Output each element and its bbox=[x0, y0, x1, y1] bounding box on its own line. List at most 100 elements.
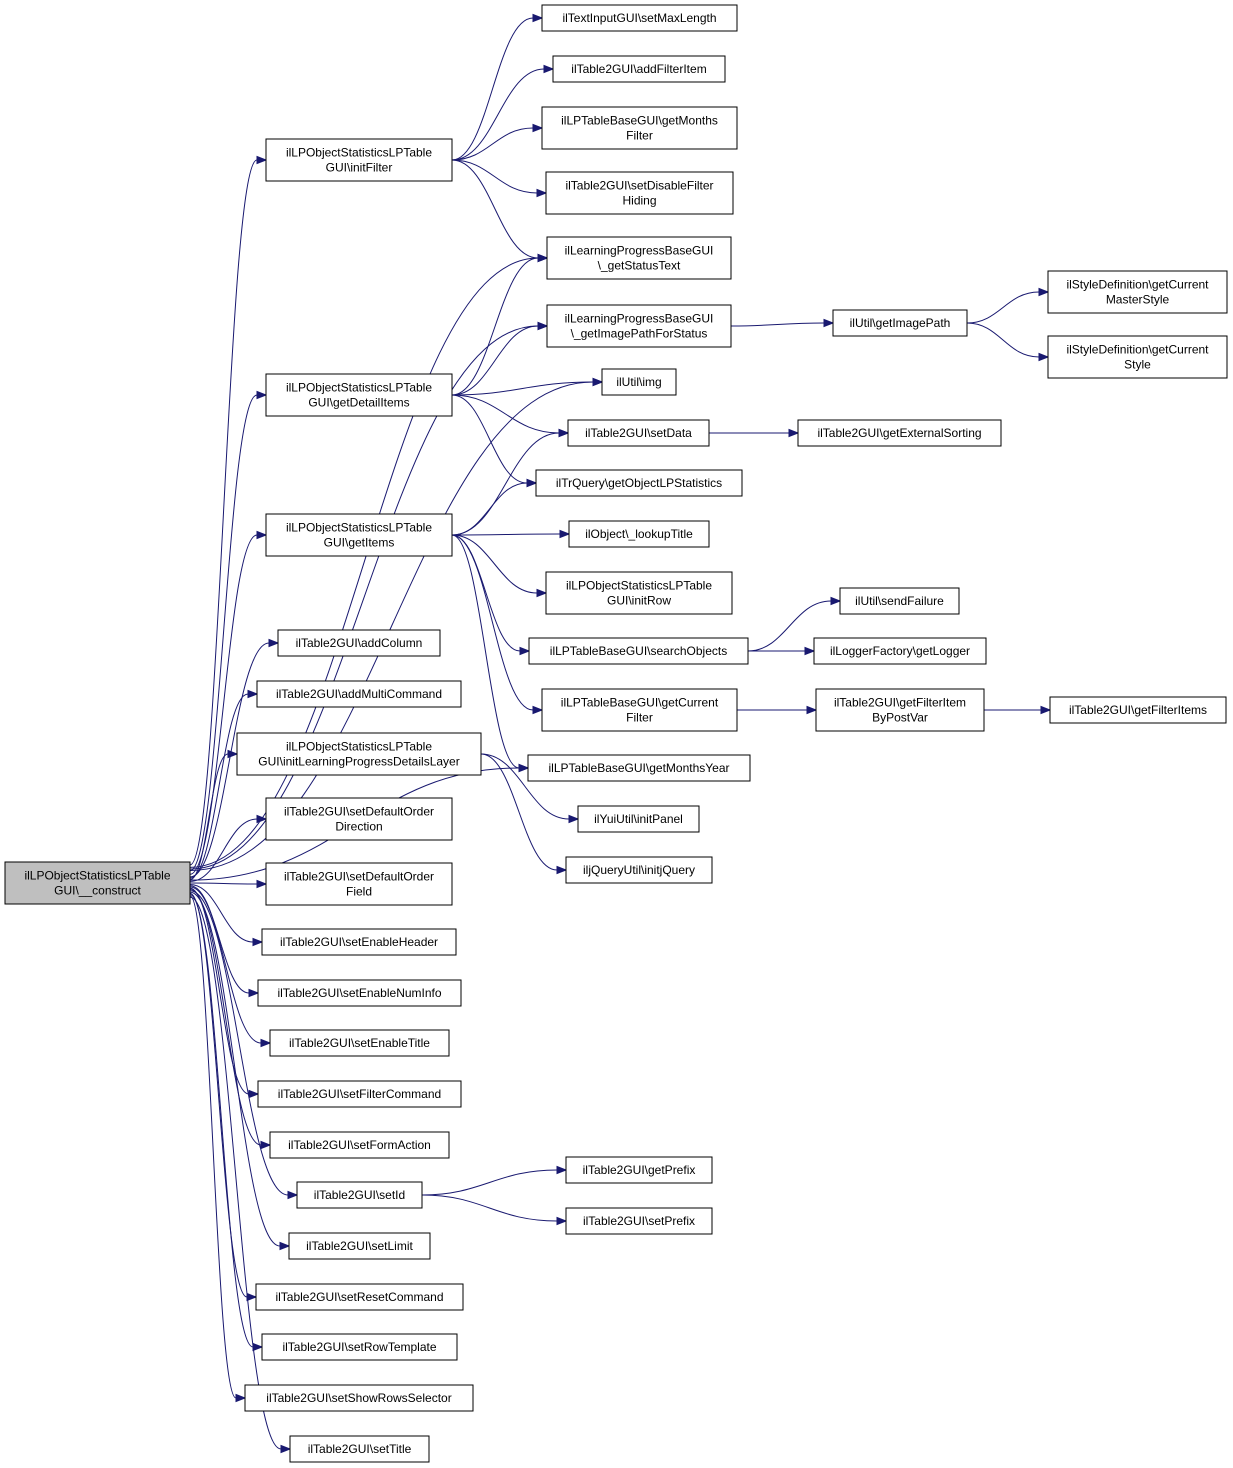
function-node-getPrefix[interactable]: ilTable2GUI\getPrefix bbox=[565, 1156, 713, 1184]
node-label-getFilterItemByPostVar-line-1: ilTable2GUI\getFilterItem bbox=[834, 696, 966, 710]
node-label-getMonthsYear-line-1: ilLPTableBaseGUI\getMonthsYear bbox=[549, 761, 730, 775]
edge-line-root-to-setShowRowsSelector bbox=[189, 895, 237, 1399]
function-node-addColumn[interactable]: ilTable2GUI\addColumn bbox=[277, 629, 441, 657]
function-node-getExternalSorting[interactable]: ilTable2GUI\getExternalSorting bbox=[797, 419, 1002, 447]
edge-initLPDL-to-initjQuery bbox=[480, 753, 568, 875]
function-node-setEnableHeader[interactable]: ilTable2GUI\setEnableHeader bbox=[261, 928, 457, 956]
function-node-initFilter[interactable]: ilLPObjectStatisticsLPTableGUI\initFilte… bbox=[265, 138, 453, 182]
edge-getItems-to-lookupTitle bbox=[451, 529, 571, 539]
edge-arrowhead-getItems-to-getMonthsYear bbox=[518, 763, 530, 773]
function-node-setShowRowsSelector[interactable]: ilTable2GUI\setShowRowsSelector bbox=[244, 1384, 474, 1412]
edge-arrowhead-setData-to-getExternalSorting bbox=[788, 428, 800, 438]
function-node-initjQuery[interactable]: iljQueryUtil\initjQuery bbox=[565, 856, 713, 884]
edge-line-root-to-setDefaultOrderField bbox=[189, 882, 258, 885]
function-node-setPrefix[interactable]: ilTable2GUI\setPrefix bbox=[565, 1207, 713, 1235]
edge-line-setId-to-setPrefix bbox=[421, 1194, 558, 1222]
edge-line-initFilter-to-setMaxLength bbox=[451, 17, 534, 161]
edge-line-getDetailItems-to-getStatusText bbox=[451, 257, 539, 396]
edge-setId-to-getPrefix bbox=[421, 1165, 568, 1196]
edge-line-root-to-initFilter bbox=[189, 159, 258, 866]
node-box-initjQuery bbox=[565, 856, 713, 884]
edge-searchObjects-to-sendFailure bbox=[747, 596, 842, 652]
node-box-getCurrentFilter bbox=[541, 688, 738, 732]
edge-initFilter-to-getStatusText bbox=[451, 159, 549, 263]
function-node-setResetCommand[interactable]: ilTable2GUI\setResetCommand bbox=[255, 1283, 464, 1311]
node-label-root-line-1: ilLPObjectStatisticsLPTable bbox=[24, 869, 170, 883]
node-label-setRowTemplate-line-1: ilTable2GUI\setRowTemplate bbox=[282, 1340, 436, 1354]
function-node-getObjectLPStatistics[interactable]: ilTrQuery\getObjectLPStatistics bbox=[535, 469, 743, 497]
node-label-addColumn-line-1: ilTable2GUI\addColumn bbox=[296, 636, 423, 650]
function-node-getFilterItems[interactable]: ilTable2GUI\getFilterItems bbox=[1049, 696, 1227, 724]
function-node-initLPDL[interactable]: ilLPObjectStatisticsLPTableGUI\initLearn… bbox=[236, 732, 482, 776]
node-label-initFilter-line-1: ilLPObjectStatisticsLPTable bbox=[286, 146, 432, 160]
edge-arrowhead-getDetailItems-to-getStatusText bbox=[537, 253, 549, 263]
function-node-setTitle[interactable]: ilTable2GUI\setTitle bbox=[289, 1435, 430, 1463]
function-node-setRowTemplate[interactable]: ilTable2GUI\setRowTemplate bbox=[261, 1333, 458, 1361]
node-box-addFilterItem bbox=[552, 55, 726, 83]
function-node-setFilterCommand[interactable]: ilTable2GUI\setFilterCommand bbox=[257, 1080, 462, 1108]
function-node-setMaxLength[interactable]: ilTextInputGUI\setMaxLength bbox=[541, 4, 738, 32]
function-node-setEnableTitle[interactable]: ilTable2GUI\setEnableTitle bbox=[269, 1029, 450, 1057]
root-function-node[interactable]: ilLPObjectStatisticsLPTableGUI\__constru… bbox=[4, 861, 191, 905]
function-node-getStatusText[interactable]: ilLearningProgressBaseGUI\_getStatusText bbox=[546, 236, 732, 280]
function-node-setId[interactable]: ilTable2GUI\setId bbox=[296, 1181, 423, 1209]
edge-getCurrentFilter-to-getFilterItemByPostVar bbox=[737, 705, 818, 715]
edge-setData-to-getExternalSorting bbox=[708, 428, 800, 438]
function-node-getImagePath[interactable]: ilUtil\getImagePath bbox=[832, 309, 968, 337]
function-node-getMonthsYear[interactable]: ilLPTableBaseGUI\getMonthsYear bbox=[527, 754, 751, 782]
edge-arrowhead-root-to-setLimit bbox=[279, 1241, 291, 1251]
edge-getImagePath-to-getCurrentStyle bbox=[966, 322, 1050, 362]
node-box-setDisableFilterHiding bbox=[545, 171, 734, 215]
edge-line-initFilter-to-addFilterItem bbox=[451, 68, 545, 161]
function-node-setData[interactable]: ilTable2GUI\setData bbox=[567, 419, 710, 447]
node-box-getImagePathForStatus bbox=[546, 304, 732, 348]
node-label-setEnableNumInfo-line-1: ilTable2GUI\setEnableNumInfo bbox=[277, 986, 441, 1000]
function-node-getLogger[interactable]: ilLoggerFactory\getLogger bbox=[813, 637, 987, 665]
edge-root-to-setTitle bbox=[189, 896, 292, 1454]
edge-line-getImagePathForStatus-to-getImagePath bbox=[730, 322, 825, 327]
node-label-getLogger-line-1: ilLoggerFactory\getLogger bbox=[830, 644, 970, 658]
node-box-setEnableNumInfo bbox=[257, 979, 462, 1007]
node-label-lookupTitle-line-1: ilObject\_lookupTitle bbox=[585, 527, 693, 541]
edge-arrowhead-getDetailItems-to-img bbox=[592, 377, 604, 387]
node-box-initLPDL bbox=[236, 732, 482, 776]
function-node-img[interactable]: ilUtil\img bbox=[601, 368, 677, 396]
function-node-setLimit[interactable]: ilTable2GUI\setLimit bbox=[288, 1232, 431, 1260]
edge-line-initFilter-to-setDisableFilterHiding bbox=[451, 159, 538, 194]
node-label-getCurrentStyle-line-1: ilStyleDefinition\getCurrent bbox=[1066, 343, 1209, 357]
node-label-initLPDL-line-1: ilLPObjectStatisticsLPTable bbox=[286, 740, 432, 754]
function-node-setFormAction[interactable]: ilTable2GUI\setFormAction bbox=[269, 1131, 450, 1159]
edge-getItems-to-getObjectLPStatistics bbox=[451, 478, 538, 536]
node-label-getPrefix-line-1: ilTable2GUI\getPrefix bbox=[583, 1163, 696, 1177]
node-label-getStatusText-line-1: ilLearningProgressBaseGUI bbox=[565, 244, 714, 258]
node-box-setRowTemplate bbox=[261, 1333, 458, 1361]
function-node-addFilterItem[interactable]: ilTable2GUI\addFilterItem bbox=[552, 55, 726, 83]
edge-arrowhead-initFilter-to-getMonthsFilter bbox=[532, 123, 544, 133]
node-box-setDefaultOrderDirection bbox=[265, 797, 453, 841]
node-label-setId-line-1: ilTable2GUI\setId bbox=[314, 1188, 405, 1202]
function-node-getImagePathForStatus[interactable]: ilLearningProgressBaseGUI\_getImagePathF… bbox=[546, 304, 732, 348]
function-node-sendFailure[interactable]: ilUtil\sendFailure bbox=[839, 587, 960, 615]
node-box-initPanel bbox=[577, 805, 700, 833]
function-node-lookupTitle[interactable]: ilObject\_lookupTitle bbox=[568, 520, 710, 548]
edge-line-initLPDL-to-initjQuery bbox=[480, 753, 558, 871]
function-node-setEnableNumInfo[interactable]: ilTable2GUI\setEnableNumInfo bbox=[257, 979, 462, 1007]
function-node-addMultiCommand[interactable]: ilTable2GUI\addMultiCommand bbox=[256, 680, 462, 708]
edge-line-getDetailItems-to-setData bbox=[451, 394, 560, 434]
edge-line-getItems-to-searchObjects bbox=[451, 534, 521, 652]
function-node-initPanel[interactable]: ilYuiUtil\initPanel bbox=[577, 805, 700, 833]
node-label-sendFailure-line-1: ilUtil\sendFailure bbox=[855, 594, 944, 608]
function-node-getDetailItems[interactable]: ilLPObjectStatisticsLPTableGUI\getDetail… bbox=[265, 373, 453, 417]
node-label-initRow-line-1: ilLPObjectStatisticsLPTable bbox=[566, 579, 712, 593]
function-node-searchObjects[interactable]: ilLPTableBaseGUI\searchObjects bbox=[528, 637, 749, 665]
